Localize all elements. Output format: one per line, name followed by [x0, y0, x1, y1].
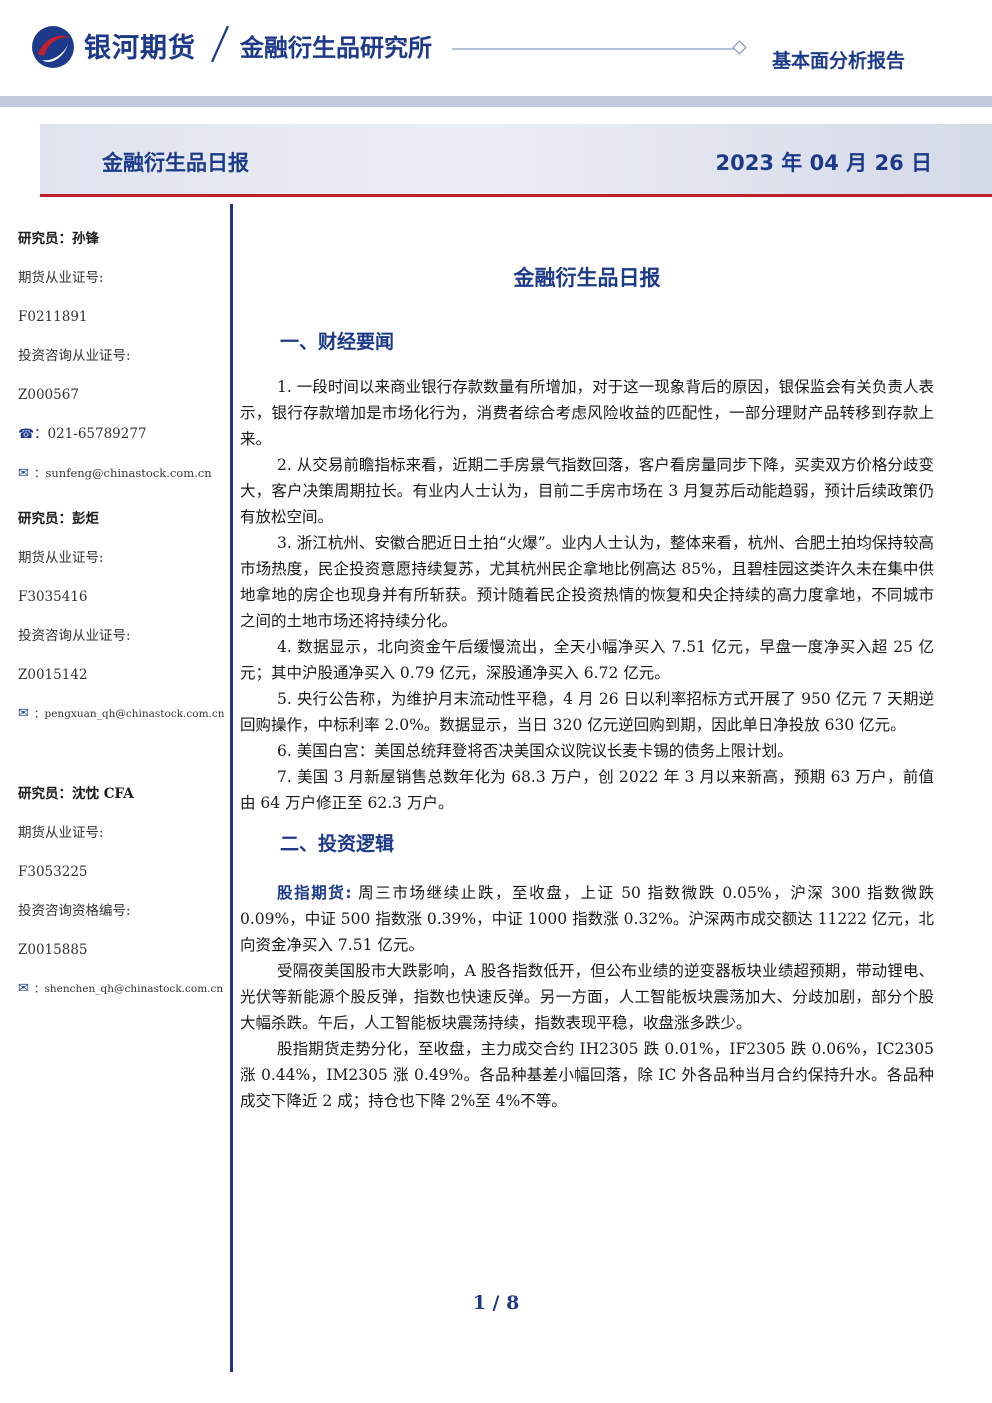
- license-label: 期货从业证号:: [18, 270, 104, 286]
- page-header: 银河期货 金融衍生品研究所 基本面分析报告: [0, 0, 992, 112]
- envelope-icon: ✉: [18, 706, 29, 721]
- header-stripe: [0, 96, 992, 107]
- analyst-card: 研究员：沈忱 CFA 期货从业证号: F3053225 投资咨询资格编号: Z0…: [18, 779, 223, 1013]
- license-label: 期货从业证号:: [18, 825, 104, 841]
- page-number: 1 / 8: [472, 1292, 520, 1314]
- stock-index-futures-paragraph: 股指期货: 周三市场继续止跌，至收盘，上证 50 指数微跌 0.05%，沪深 3…: [240, 880, 934, 958]
- slash-divider-icon: [210, 25, 230, 63]
- analyst-name: 研究员：彭炬: [18, 511, 99, 527]
- email-address[interactable]: ：pengxuan_qh@chinastock.com.cn: [34, 708, 225, 720]
- license-label: 期货从业证号:: [18, 550, 104, 566]
- news-item: 2. 从交易前瞻指标来看，近期二手房景气指数回落，客户看房量同步下降，买卖双方价…: [240, 456, 934, 526]
- news-item: 4. 数据显示，北向资金午后缓慢流出，全天小幅净买入 7.51 亿元，早盘一度净…: [240, 638, 934, 682]
- email-address[interactable]: ：shenchen_qh@chinastock.com.cn: [34, 983, 224, 995]
- license-number: F3035416: [18, 589, 88, 605]
- envelope-icon: ✉: [18, 466, 29, 481]
- news-item: 5. 央行公告称，为维护月末流动性平稳，4 月 26 日以利率招标方式开展了 9…: [240, 690, 934, 734]
- news-item: 3. 浙江杭州、安徽合肥近日土拍“火爆”。业内人士认为，整体来看，杭州、合肥土拍…: [240, 534, 934, 630]
- license-number: F3053225: [18, 864, 88, 880]
- email-row: ✉ ：sunfeng@chinastock.com.cn: [18, 458, 223, 497]
- main-content: 金融衍生品日报 一、财经要闻 1. 一段时间以来商业银行存款数量有所增加，对于这…: [240, 262, 934, 1114]
- analyst-name: 研究员：沈忱 CFA: [18, 786, 134, 802]
- email-row: ✉ ：shenchen_qh@chinastock.com.cn: [18, 974, 223, 1013]
- consult-number: Z0015885: [18, 942, 88, 958]
- document-title: 金融衍生品日报: [513, 266, 661, 290]
- phone-row: ☎：021-65789277: [18, 419, 223, 458]
- email-address[interactable]: ：sunfeng@chinastock.com.cn: [34, 466, 212, 480]
- license-number: F0211891: [18, 309, 88, 325]
- market-analysis-paragraph: 受隔夜美国股市大跌影响，A 股各指数低开，但公布业绩的逆变器板块业绩超预期，带动…: [240, 962, 934, 1032]
- analyst-card: 研究员：孙锋 期货从业证号: F0211891 投资咨询从业证号: Z00056…: [18, 224, 223, 497]
- phone-number: ：021-65789277: [34, 426, 147, 442]
- section-heading-news: 一、财经要闻: [280, 331, 395, 353]
- header-decorative-rule: [452, 40, 747, 55]
- futures-trend-paragraph: 股指期货走势分化，至收盘，主力成交合约 IH2305 跌 0.01%，IF230…: [240, 1040, 934, 1110]
- consult-label: 投资咨询从业证号:: [18, 348, 131, 364]
- stock-index-futures-label: 股指期货:: [277, 884, 352, 902]
- consult-number: Z0015142: [18, 667, 88, 683]
- section-heading-logic: 二、投资逻辑: [280, 833, 395, 855]
- consult-label: 投资咨询资格编号:: [18, 903, 131, 919]
- sidebar-divider: [230, 204, 233, 1372]
- consult-label: 投资咨询从业证号:: [18, 628, 131, 644]
- envelope-icon: ✉: [18, 981, 29, 996]
- email-row: ✉ ：pengxuan_qh@chinastock.com.cn: [18, 699, 225, 738]
- paragraph-text: 周三市场继续止跌，至收盘，上证 50 指数微跌 0.05%，沪深 300 指数微…: [240, 884, 934, 954]
- news-item: 6. 美国白宫：美国总统拜登将否决美国众议院议长麦卡锡的债务上限计划。: [277, 742, 793, 760]
- news-item: 7. 美国 3 月新屋销售总数年化为 68.3 万户，创 2022 年 3 月以…: [240, 768, 934, 812]
- galaxy-logo-icon: [32, 26, 74, 68]
- analyst-name: 研究员：孙锋: [18, 231, 99, 247]
- analyst-sidebar: 研究员：孙锋 期货从业证号: F0211891 投资咨询从业证号: Z00056…: [18, 224, 225, 1013]
- brand-name: 银河期货: [84, 33, 196, 64]
- news-item: 1. 一段时间以来商业银行存款数量有所增加，对于这一现象背后的原因，银保监会有关…: [240, 378, 934, 448]
- report-title: 金融衍生品日报: [102, 151, 249, 175]
- report-type-label: 基本面分析报告: [772, 50, 906, 72]
- institute-name: 金融衍生品研究所: [240, 34, 432, 62]
- consult-number: Z000567: [18, 387, 79, 403]
- report-date: 2023 年 04 月 26 日: [715, 151, 932, 175]
- title-band: 金融衍生品日报 2023 年 04 月 26 日: [40, 124, 992, 197]
- phone-icon: ☎: [18, 426, 35, 442]
- analyst-card: 研究员：彭炬 期货从业证号: F3035416 投资咨询从业证号: Z00151…: [18, 504, 225, 738]
